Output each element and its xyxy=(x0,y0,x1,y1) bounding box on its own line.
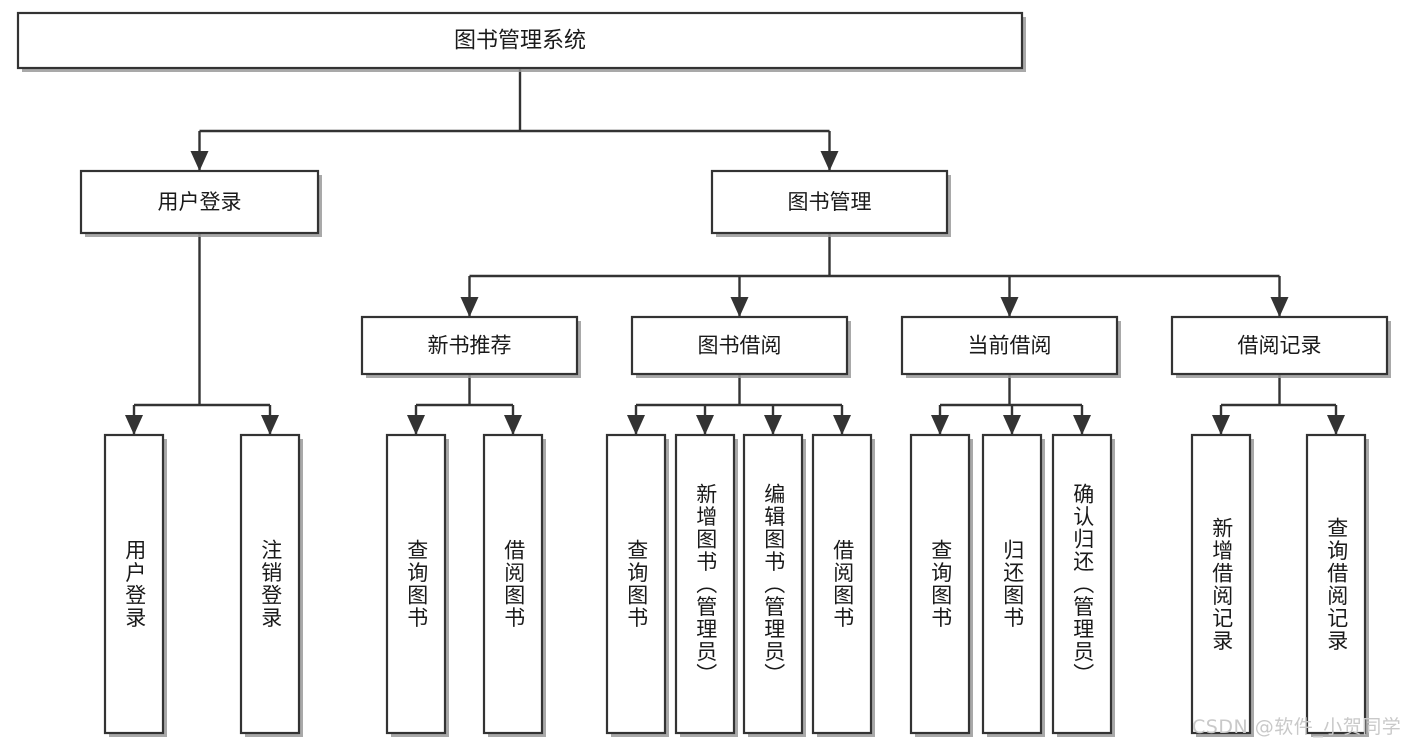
arrow-head-icon-book-borrow xyxy=(730,297,749,317)
node-leaf-add-record[interactable] xyxy=(1190,433,1254,737)
node-rect-leaf-logout[interactable] xyxy=(239,433,301,735)
node-leaf-query-record[interactable] xyxy=(1305,433,1369,737)
arrow-head-icon-leaf-confirm-return xyxy=(1073,415,1091,435)
node-rect-borrow-record[interactable] xyxy=(1170,315,1389,376)
node-leaf-confirm-return[interactable] xyxy=(1051,433,1115,737)
arrow-head-icon-leaf-return-book xyxy=(1003,415,1021,435)
node-rect-leaf-borrow-book-1[interactable] xyxy=(482,433,544,735)
node-leaf-borrow-book-2[interactable] xyxy=(811,433,875,737)
node-rect-leaf-user-login[interactable] xyxy=(103,433,165,735)
node-user-login[interactable]: 用户登录 xyxy=(79,169,322,237)
arrow-head-icon-leaf-borrow-book-2 xyxy=(833,415,851,435)
arrow-head-icon-leaf-query-book-2 xyxy=(627,415,645,435)
node-leaf-query-book-1[interactable] xyxy=(385,433,449,737)
arrow-head-icon-new-book-recommend xyxy=(460,297,479,317)
node-rect-leaf-add-record[interactable] xyxy=(1190,433,1252,735)
node-rect-leaf-return-book[interactable] xyxy=(981,433,1043,735)
arrow-head-icon-leaf-user-login xyxy=(125,415,143,435)
csdn-watermark: CSDN @软件_小贺同学 xyxy=(1192,716,1402,738)
node-current-borrow[interactable]: 当前借阅 xyxy=(900,315,1121,378)
node-rect-leaf-query-record[interactable] xyxy=(1305,433,1367,735)
node-leaf-borrow-book-1[interactable] xyxy=(482,433,546,737)
node-label-current-borrow: 当前借阅 xyxy=(968,334,1052,358)
arrow-head-icon-leaf-query-book-1 xyxy=(407,415,425,435)
node-leaf-logout[interactable] xyxy=(239,433,303,737)
node-book-manage[interactable]: 图书管理 xyxy=(710,169,951,237)
node-label-book-borrow: 图书借阅 xyxy=(698,334,782,358)
arrow-head-icon-leaf-borrow-book-1 xyxy=(504,415,522,435)
arrow-head-icon-leaf-edit-book xyxy=(764,415,782,435)
node-new-book-recommend[interactable]: 新书推荐 xyxy=(360,315,581,378)
node-rect-user-login[interactable] xyxy=(79,169,320,235)
arrow-head-icon-leaf-query-book-3 xyxy=(931,415,949,435)
arrow-head-icon-user-login xyxy=(190,151,209,171)
node-rect-leaf-edit-book[interactable] xyxy=(742,433,804,735)
node-rect-new-book-recommend[interactable] xyxy=(360,315,579,376)
node-label-book-manage: 图书管理 xyxy=(788,190,872,214)
node-rect-book-manage[interactable] xyxy=(710,169,949,235)
node-rect-leaf-confirm-return[interactable] xyxy=(1051,433,1113,735)
arrow-head-icon-book-manage xyxy=(820,151,839,171)
node-leaf-query-book-2[interactable] xyxy=(605,433,669,737)
node-label-user-login: 用户登录 xyxy=(158,190,242,214)
node-label-new-book-recommend: 新书推荐 xyxy=(428,334,512,358)
arrow-head-icon-leaf-query-record xyxy=(1327,415,1345,435)
node-rect-book-borrow[interactable] xyxy=(630,315,849,376)
node-root[interactable]: 图书管理系统 xyxy=(16,11,1026,72)
arrow-head-icon-borrow-record xyxy=(1270,297,1289,317)
node-rect-leaf-add-book[interactable] xyxy=(674,433,736,735)
node-rect-root[interactable] xyxy=(16,11,1024,70)
node-rect-leaf-query-book-3[interactable] xyxy=(909,433,971,735)
node-leaf-user-login[interactable] xyxy=(103,433,167,737)
node-leaf-query-book-3[interactable] xyxy=(909,433,973,737)
node-borrow-record[interactable]: 借阅记录 xyxy=(1170,315,1391,378)
node-rect-current-borrow[interactable] xyxy=(900,315,1119,376)
arrow-head-icon-current-borrow xyxy=(1000,297,1019,317)
node-rect-leaf-query-book-2[interactable] xyxy=(605,433,667,735)
node-leaf-return-book[interactable] xyxy=(981,433,1045,737)
node-book-borrow[interactable]: 图书借阅 xyxy=(630,315,851,378)
node-leaf-add-book[interactable] xyxy=(674,433,738,737)
arrow-head-icon-leaf-logout xyxy=(261,415,279,435)
arrow-head-icon-leaf-add-record xyxy=(1212,415,1230,435)
node-label-borrow-record: 借阅记录 xyxy=(1238,334,1322,358)
node-rect-leaf-query-book-1[interactable] xyxy=(385,433,447,735)
node-label-root: 图书管理系统 xyxy=(454,29,586,54)
node-rect-leaf-borrow-book-2[interactable] xyxy=(811,433,873,735)
node-leaf-edit-book[interactable] xyxy=(742,433,806,737)
arrow-head-icon-leaf-add-book xyxy=(696,415,714,435)
